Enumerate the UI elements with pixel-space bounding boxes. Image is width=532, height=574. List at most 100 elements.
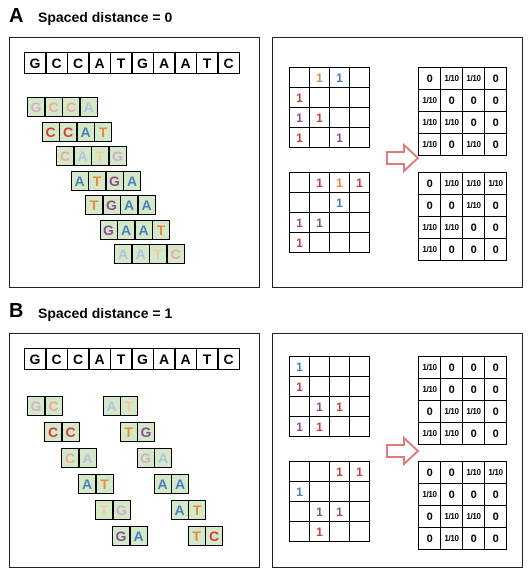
count-cell: 1 [309,521,330,542]
kmer-cell: A [102,396,121,416]
probability-cell: 0 [484,238,507,261]
count-cell [329,356,350,377]
count-cell [309,481,330,502]
kmer-cell: A [123,170,141,191]
probability-cell: 1/10 [418,238,441,261]
count-cell: 1 [329,67,350,88]
kmer-cell: T [187,526,206,546]
probability-cell: 0 [418,194,441,217]
kmer-cell: A [70,170,89,191]
panel-title-b: Spaced distance = 1 [38,305,173,321]
probability-cell: 1/10 [418,356,441,379]
probability-cell: 1/10 [462,194,485,217]
probability-cell: 0 [440,483,463,506]
probability-cell: 1/10 [440,172,463,195]
kmer-cell: G [102,195,121,215]
count-cell [349,107,370,128]
kmer-cell: A [117,219,135,240]
count-cell: 1 [289,416,310,437]
count-cell [349,521,370,542]
probability-cell: 0 [462,89,485,112]
sequence-cell: C [67,348,89,370]
count-cell: 1 [289,481,310,502]
count-cell [329,232,350,253]
count-cell [309,376,330,397]
sequence-cell: T [196,348,218,370]
probability-cell: 1/10 [440,67,463,90]
count-cell: 1 [329,461,350,482]
count-cell [329,521,350,542]
sequence-cell: G [24,348,46,370]
count-cell [289,396,310,417]
probability-cell: 0 [484,378,507,401]
probability-cell: 0 [484,422,507,445]
probability-cell: 0 [462,483,485,506]
probability-cell: 0 [440,461,463,484]
kmer-cell: A [129,526,148,546]
probability-cell: 1/10 [418,422,441,445]
kmer-cell: G [108,146,127,166]
count-cell: 1 [329,172,350,193]
count-cell [289,461,310,482]
kmer-cell: C [62,97,80,117]
count-cell: 1 [349,461,370,482]
probability-cell: 0 [418,172,441,195]
probability-cell: 1/10 [418,111,441,134]
probability-cell: 1/10 [440,527,463,550]
probability-cell: 0 [462,356,485,379]
kmer-cell: C [44,396,63,416]
arrow-right-icon [386,436,420,466]
probability-cell: 0 [484,356,507,379]
probability-cell: 0 [462,378,485,401]
kmer-cell: C [61,448,79,468]
count-cell: 1 [309,501,330,522]
kmer-cell: G [27,97,45,117]
count-cell [349,376,370,397]
count-cell [349,501,370,522]
probability-cell: 0 [418,527,441,550]
probability-cell: 1/10 [484,461,507,484]
kmer-cell: C [56,146,74,166]
sequence-cell: C [217,348,240,370]
probability-cell: 1/10 [418,216,441,239]
count-cell: 1 [329,501,350,522]
probability-cell: 1/10 [440,505,463,528]
kmer-cell: A [120,195,138,215]
probability-cell: 0 [484,505,507,528]
sequence-cell: C [45,348,68,370]
kmer-cell: T [85,195,103,215]
kmer-cell: T [88,170,106,191]
count-cell: 1 [309,396,330,417]
kmer-cell: C [44,422,62,442]
probability-cell: 1/10 [418,378,441,401]
sequence-cell: T [196,52,218,74]
count-cell: 1 [289,107,310,128]
count-cell: 1 [289,356,310,377]
probability-cell: 1/10 [462,172,485,195]
panel-title-a: Spaced distance = 0 [38,9,173,25]
probability-cell: 0 [484,67,507,90]
probability-cell: 1/10 [440,422,463,445]
arrow-right-icon [386,143,420,173]
kmer-cell: C [44,97,63,117]
kmer-cell: G [99,219,118,240]
probability-cell: 0 [418,461,441,484]
probability-cell: 1/10 [462,461,485,484]
count-cell: 1 [309,172,330,193]
probability-cell: 1/10 [462,67,485,90]
kmer-cell: T [95,474,114,494]
count-cell [349,212,370,233]
count-cell [309,87,330,108]
kmer-cell: C [205,526,223,546]
count-cell [329,416,350,437]
probability-cell: 0 [440,89,463,112]
kmer-cell: T [119,422,138,442]
kmer-cell: T [152,219,170,240]
count-cell: 1 [289,127,310,148]
kmer-cell: A [131,244,150,264]
probability-cell: 1/10 [462,400,485,423]
kmer-cell: A [170,500,189,520]
